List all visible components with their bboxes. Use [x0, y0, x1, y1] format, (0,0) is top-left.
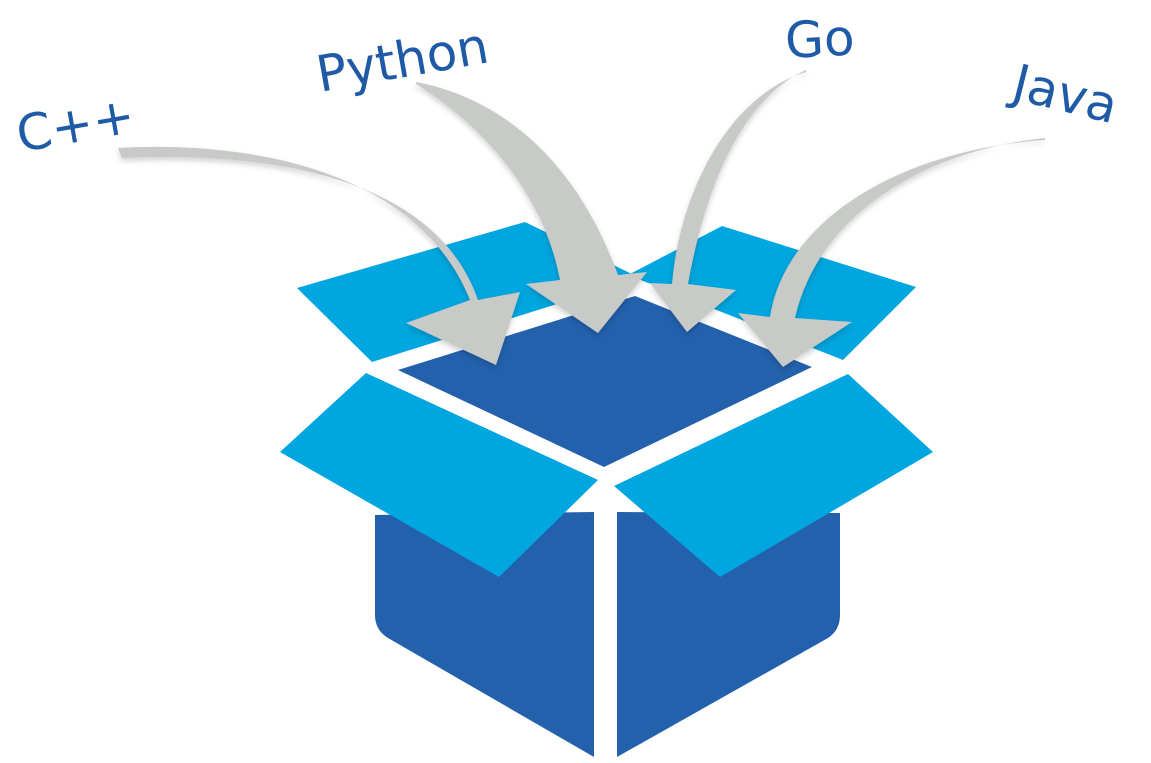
box-front-right-side: [617, 512, 840, 757]
box-front-left-side: [375, 512, 594, 757]
python-label: Python: [312, 17, 493, 104]
python-arrow: [416, 82, 647, 333]
arrows-group: [118, 70, 1045, 367]
java-arrow: [738, 138, 1045, 367]
go-arrow: [650, 70, 806, 332]
box-front-right-flap: [614, 374, 933, 577]
java-label: Java: [1004, 53, 1123, 136]
go-label: Go: [784, 8, 856, 70]
box-front-left-flap: [280, 373, 598, 577]
cpp-arrow: [118, 146, 520, 365]
